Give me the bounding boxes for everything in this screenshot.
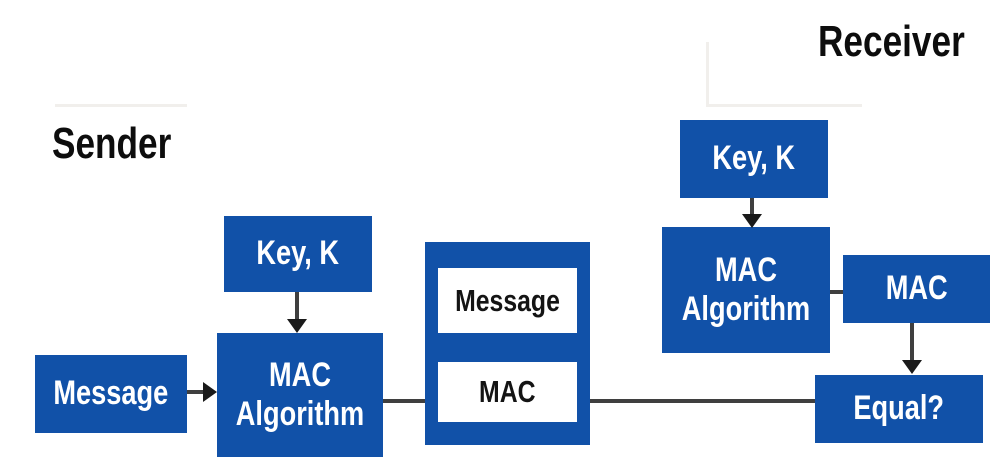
- receiver-key-box: Key, K: [680, 120, 828, 198]
- receiver-mac-box: MAC: [843, 255, 990, 323]
- sender-message-box-label: Message: [53, 374, 169, 413]
- arrow-sender-key-to-mac-algorithm-head: [287, 319, 307, 333]
- sender-label: Sender: [52, 119, 172, 168]
- ghost-artifact-receiver-horizontal: [706, 104, 862, 107]
- sender-key-box-label: Key, K: [256, 234, 340, 273]
- receiver-mac-algorithm-box-label: MAC Algorithm: [681, 250, 811, 328]
- arrow-message-to-mac-algorithm-shaft: [187, 390, 205, 394]
- equal-box-label: Equal?: [853, 389, 945, 428]
- receiver-key-box-label: Key, K: [712, 139, 796, 178]
- arrow-receiver-mac-to-equal-shaft: [910, 323, 914, 362]
- connector-receiver-mac-algorithm-to-mac: [830, 290, 843, 294]
- packet-message-box: Message: [438, 268, 577, 333]
- arrow-receiver-mac-to-equal-head: [902, 360, 922, 374]
- arrow-sender-key-to-mac-algorithm-shaft: [295, 292, 299, 321]
- sender-mac-algorithm-box: MAC Algorithm: [217, 333, 383, 457]
- transmitted-packet-box: Message MAC: [425, 242, 590, 445]
- sender-key-box: Key, K: [224, 216, 372, 292]
- packet-mac-box: MAC: [438, 362, 577, 422]
- equal-box: Equal?: [815, 375, 983, 443]
- sender-message-box: Message: [35, 355, 187, 433]
- connector-mac-output-to-equal: [383, 399, 815, 403]
- arrow-message-to-mac-algorithm-head: [203, 382, 217, 402]
- packet-message-box-label: Message: [455, 282, 560, 318]
- ghost-artifact-sender: [55, 104, 187, 107]
- ghost-artifact-receiver-vertical: [706, 42, 709, 106]
- receiver-mac-box-label: MAC: [885, 269, 948, 308]
- receiver-mac-algorithm-box: MAC Algorithm: [662, 227, 830, 353]
- receiver-label: Receiver: [818, 17, 965, 66]
- arrow-receiver-key-to-mac-algorithm-shaft: [750, 198, 754, 216]
- arrow-receiver-key-to-mac-algorithm-head: [742, 214, 762, 228]
- sender-mac-algorithm-box-label: MAC Algorithm: [235, 355, 365, 433]
- packet-mac-box-label: MAC: [479, 374, 536, 410]
